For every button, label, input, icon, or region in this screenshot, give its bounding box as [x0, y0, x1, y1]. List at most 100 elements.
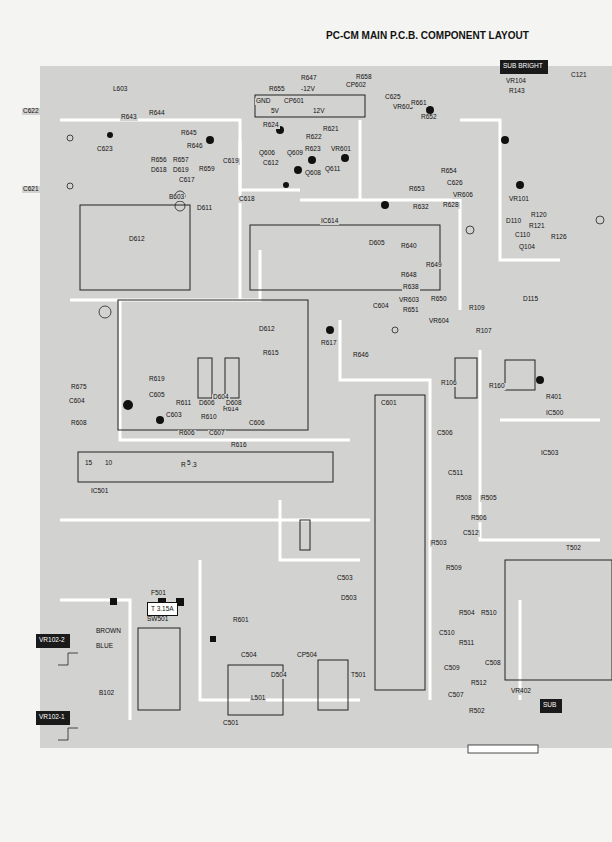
component-designator: R623 — [304, 146, 322, 153]
component-designator: 12V — [312, 108, 326, 115]
component-designator: R656 — [150, 157, 168, 164]
component-designator: R610 — [200, 414, 218, 421]
component-designator: D611 — [196, 205, 213, 212]
component-designator: R617 — [320, 340, 338, 347]
component-designator: R651 — [402, 307, 420, 314]
component-designator: C501 — [222, 720, 240, 727]
component-designator: R628 — [442, 202, 460, 209]
component-designator: C601 — [380, 400, 398, 407]
component-designator: C612 — [262, 160, 280, 167]
component-designator: R616 — [230, 442, 248, 449]
box-text: VR102-1 — [39, 713, 67, 720]
component-designator: R655 — [268, 86, 286, 93]
component-designator: R614 — [222, 406, 240, 413]
component-designator: IC501 — [90, 488, 109, 495]
component-designator: R511 — [458, 640, 475, 647]
component-designator: D608 — [225, 400, 243, 407]
component-designator: T501 — [350, 672, 367, 679]
component-designator: C121 — [570, 72, 588, 79]
component-designator: D612 — [128, 236, 146, 243]
component-designator: R643 — [120, 114, 138, 121]
component-designator: VR606 — [452, 192, 474, 199]
component-designator: D612 — [258, 326, 276, 333]
component-designator: C604 — [372, 303, 390, 310]
label-box: SUB BRIGHT — [500, 60, 548, 74]
component-designator: SW501 — [146, 616, 169, 623]
component-designator: VR104 — [505, 78, 527, 85]
component-designator: R121 — [528, 223, 546, 230]
component-designator: R632 — [412, 204, 430, 211]
component-designator: D605 — [368, 240, 386, 247]
box-text: T 3.15A — [151, 605, 174, 612]
component-designator: R659 — [198, 166, 216, 173]
component-designator: C626 — [446, 180, 464, 187]
component-designator: R648 — [400, 272, 418, 279]
component-designator: C625 — [384, 94, 402, 101]
component-designator: R510 — [480, 610, 498, 617]
component-designator: C622 — [22, 108, 40, 115]
component-designator: L603 — [112, 86, 128, 93]
component-designator: C511 — [447, 470, 464, 477]
component-designator: L501 — [250, 695, 266, 702]
component-designator: C512 — [462, 530, 480, 537]
component-designator: 15 — [84, 460, 93, 467]
component-designator: R508 — [455, 495, 473, 502]
component-designator: R120 — [530, 212, 548, 219]
component-designator: D115 — [522, 296, 539, 303]
component-designator: R661 — [410, 100, 428, 107]
component-designator: B603 — [168, 194, 185, 201]
component-designator: R611 — [175, 400, 192, 407]
component-designator: R654 — [440, 168, 458, 175]
component-designator: C503 — [336, 575, 354, 582]
component-designator: BROWN — [95, 628, 122, 635]
component-designator: VR604 — [428, 318, 450, 325]
component-designator: VR601 — [330, 146, 352, 153]
component-designator: Q104 — [518, 244, 536, 251]
page-title: PC-CM MAIN P.C.B. COMPONENT LAYOUT — [326, 30, 529, 41]
component-designator: C617 — [178, 177, 196, 184]
label-box: T 3.15A — [147, 602, 178, 616]
component-designator: 10 — [104, 460, 113, 467]
component-designator: R601 — [232, 617, 250, 624]
component-designator: C606 — [248, 420, 266, 427]
component-designator: BLUE — [95, 643, 114, 650]
component-designator: C607 — [208, 430, 226, 437]
component-designator: C510 — [438, 630, 456, 637]
component-designator: R504 — [458, 610, 476, 617]
component-designator: C604 — [68, 398, 86, 405]
component-designator: R646 — [352, 352, 370, 359]
component-designator: R505 — [480, 495, 498, 502]
component-designator: IC503 — [540, 450, 559, 457]
component-designator: R645 — [180, 130, 198, 137]
component-designator: C509 — [443, 665, 461, 672]
component-designator: C603 — [165, 412, 183, 419]
label-box: VR102-2 — [36, 634, 70, 648]
component-designator: Q606 — [258, 150, 276, 157]
box-text: SUB BRIGHT — [503, 62, 545, 69]
component-designator: R160 — [488, 383, 506, 390]
component-designator: R646 — [186, 143, 204, 150]
component-designator: R652 — [420, 114, 438, 121]
component-designator: R512 — [470, 680, 488, 687]
component-designator: R650 — [430, 296, 448, 303]
component-designator: 5 — [186, 460, 192, 467]
component-designator: CP602 — [345, 82, 367, 89]
component-designator: R509 — [445, 565, 463, 572]
component-designator: IC614 — [320, 218, 339, 225]
component-designator: Q611 — [324, 166, 341, 173]
component-designator: R109 — [468, 305, 486, 312]
component-designator: R606 — [178, 430, 196, 437]
component-designator: D619 — [172, 167, 190, 174]
component-designator: C618 — [238, 196, 256, 203]
component-designator: D110 — [505, 218, 522, 225]
component-designator: R506 — [470, 515, 488, 522]
component-designator: VR101 — [508, 196, 530, 203]
component-designator: R401 — [545, 394, 563, 401]
component-designator: C504 — [240, 652, 258, 659]
component-designator: R107 — [475, 328, 493, 335]
label-box: SUB — [540, 699, 562, 713]
component-designator: C623 — [96, 146, 114, 153]
component-designator: R658 — [355, 74, 373, 81]
component-designator: C508 — [484, 660, 502, 667]
component-designator: R621 — [322, 126, 340, 133]
